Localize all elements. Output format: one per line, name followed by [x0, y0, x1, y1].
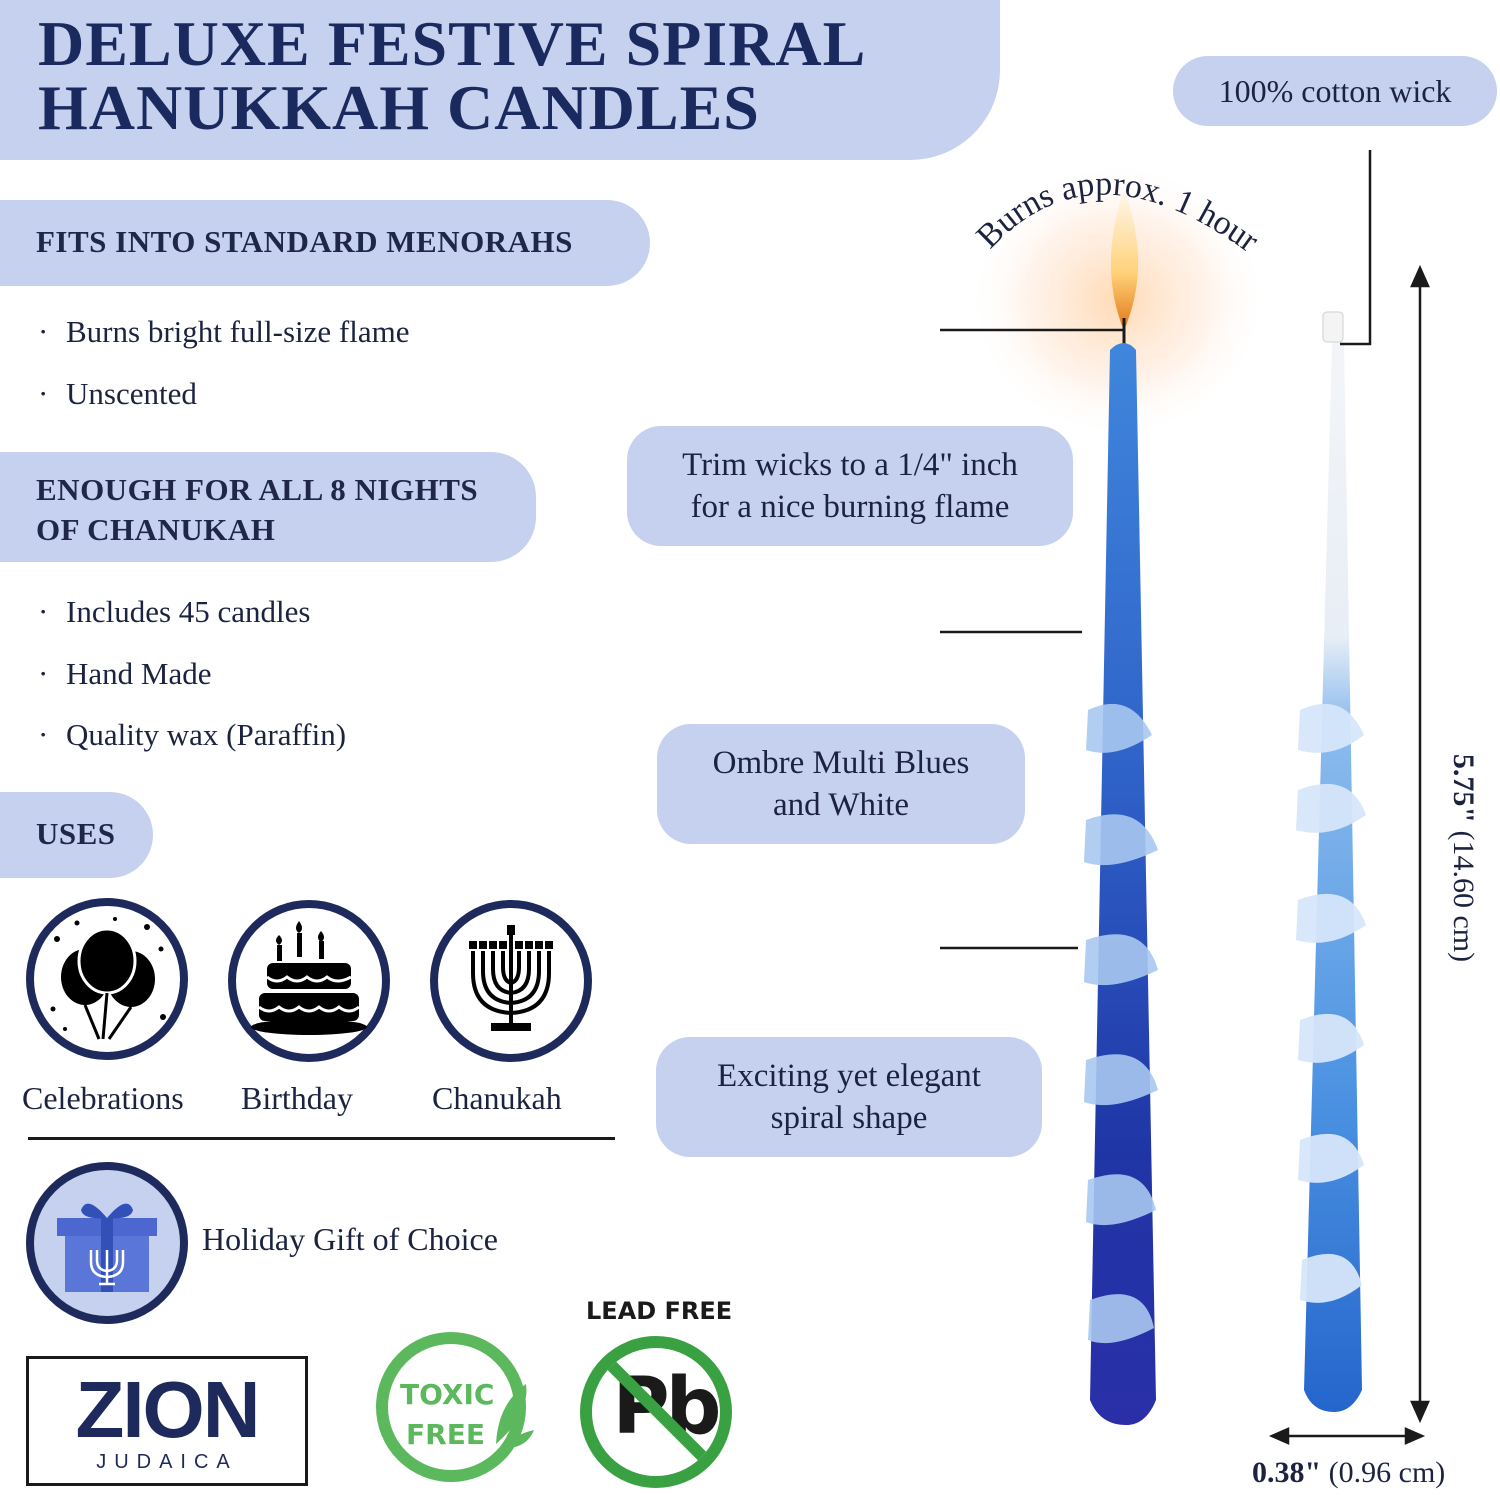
toxic-free-badge: TOXIC FREE — [376, 1332, 534, 1482]
section-header-uses: USES — [0, 792, 153, 878]
callout-ombre: Ombre Multi Blues and White — [657, 724, 1025, 844]
balloons-icon — [50, 917, 166, 1040]
callout-trim: Trim wicks to a 1/4" inch for a nice bur… — [627, 426, 1073, 546]
title-banner — [0, 0, 1000, 160]
use-label-birthday: Birthday — [241, 1080, 353, 1116]
bullet-item: ·Quality wax (Paraffin) — [38, 717, 347, 752]
cotton-wick — [1322, 311, 1344, 343]
white-blue-candle — [1304, 335, 1362, 1412]
bullet-item: ·Includes 45 candles — [38, 594, 311, 629]
brand-subtitle: JUDAICA — [96, 1451, 238, 1473]
candles-illustration — [940, 150, 1430, 1445]
bullet-item: ·Burns bright full-size flame — [38, 314, 410, 349]
burn-time-text: Burns approx. 1 hour — [970, 166, 1266, 260]
use-label-chanukah: Chanukah — [432, 1080, 562, 1116]
svg-text:Burns approx. 1 hour: Burns approx. 1 hour — [970, 166, 1266, 260]
chanukah-circle — [430, 900, 592, 1062]
burn-time-arc: Burns approx. 1 hour — [970, 166, 1266, 260]
callout-wick: 100% cotton wick — [1173, 56, 1497, 126]
brand-logo: ZION JUDAICA — [26, 1356, 308, 1486]
use-label-celebrations: Celebrations — [22, 1080, 184, 1116]
gift-label: Holiday Gift of Choice — [202, 1221, 498, 1257]
leaf-icon — [496, 1384, 534, 1449]
page-title: DELUXE FESTIVE SPIRAL HANUKKAH CANDLES — [38, 8, 867, 143]
brand-name: ZION — [75, 1365, 260, 1454]
section-header-nights: ENOUGH FOR ALL 8 NIGHTS OF CHANUKAH — [0, 452, 536, 562]
flame-icon — [1110, 190, 1139, 328]
height-dimension: 5.75" (14.60 cm) — [1447, 753, 1480, 963]
gift-circle — [26, 1162, 188, 1324]
birthday-circle — [228, 900, 390, 1062]
divider — [28, 1137, 615, 1140]
bullet-item: ·Unscented — [38, 376, 197, 411]
menorah-icon — [469, 925, 553, 1031]
birthday-cake-icon — [251, 921, 367, 1035]
lead-free-badge: Pb — [580, 1336, 732, 1488]
blue-candle — [1090, 343, 1156, 1425]
gift-box-icon — [57, 1203, 157, 1292]
section-header-menorahs: FITS INTO STANDARD MENORAHS — [0, 200, 650, 286]
lead-free-label: LEAD FREE — [586, 1297, 733, 1325]
celebrations-circle — [26, 898, 188, 1060]
width-dimension: 0.38" (0.96 cm) — [1252, 1456, 1446, 1489]
callout-spiral: Exciting yet elegant spiral shape — [656, 1037, 1042, 1157]
bullet-item: ·Hand Made — [38, 656, 212, 691]
